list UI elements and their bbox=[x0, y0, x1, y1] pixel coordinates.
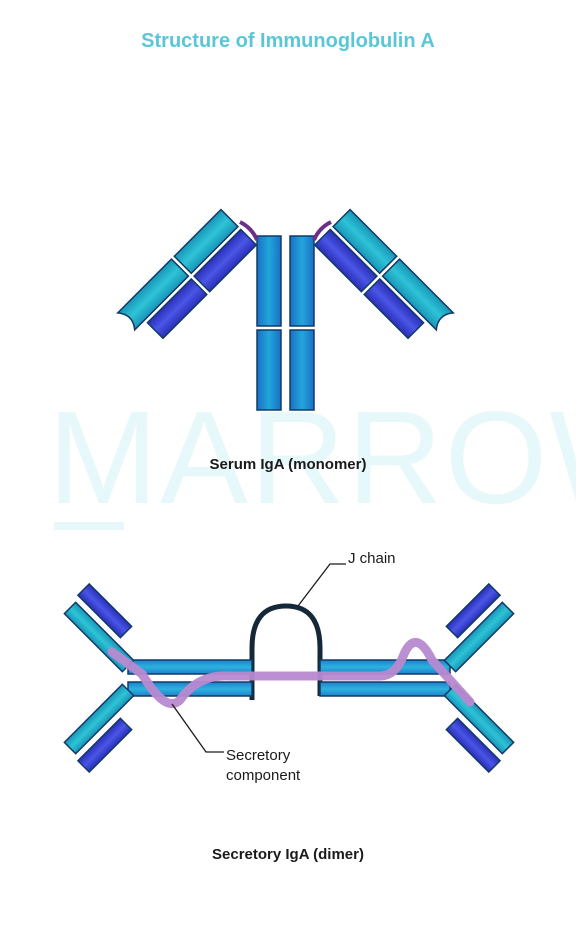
heavy-chain-right-c bbox=[332, 208, 398, 275]
secretory-component bbox=[107, 638, 475, 709]
dimer-fc-lower-right bbox=[319, 681, 451, 697]
dimer-right-lower-heavy bbox=[443, 683, 515, 755]
monomer-caption: Serum IgA (monomer) bbox=[209, 456, 367, 473]
heavy-chain-left-c bbox=[173, 208, 239, 275]
watermark: MARROW bbox=[48, 384, 576, 531]
heavy-chain-left-v bbox=[116, 258, 190, 332]
light-chain-right-v bbox=[363, 277, 425, 340]
heavy-chain-constant-left-lower bbox=[256, 329, 282, 411]
light-chain-right-c bbox=[313, 228, 378, 293]
dimer-caption: Secretory IgA (dimer) bbox=[212, 846, 364, 863]
fc-stem bbox=[256, 235, 315, 411]
dimer-left-lower-heavy bbox=[63, 683, 135, 755]
dimer-right-arms bbox=[443, 582, 515, 774]
j-chain-leader bbox=[297, 563, 346, 607]
dimer-right-upper-heavy bbox=[443, 601, 515, 673]
watermark-underline bbox=[54, 522, 124, 530]
heavy-chain-right-v bbox=[381, 258, 455, 332]
dimer-left-arms bbox=[63, 582, 135, 774]
hinge-right bbox=[312, 220, 332, 241]
light-chain-left-v bbox=[146, 277, 208, 340]
heavy-chain-constant-right-upper bbox=[289, 235, 315, 327]
hinge-left bbox=[239, 220, 259, 241]
heavy-chain-constant-left-upper bbox=[256, 235, 282, 327]
j-chain bbox=[249, 603, 323, 696]
dimer-left-upper-light bbox=[76, 582, 133, 639]
dimer-right-upper-light bbox=[445, 582, 502, 639]
secretory-component-label: Secretory component bbox=[226, 747, 301, 784]
dimer-structure bbox=[63, 563, 515, 774]
dimer-left-lower-light bbox=[76, 717, 133, 774]
page-title: Structure of Immunoglobulin A bbox=[141, 30, 435, 52]
j-chain-label: J chain bbox=[348, 550, 396, 567]
fab-arm-right bbox=[313, 208, 455, 340]
heavy-chain-constant-right-lower bbox=[289, 329, 315, 411]
fab-arm-left bbox=[116, 208, 258, 340]
secretory-component-leader bbox=[171, 703, 224, 753]
light-chain-left-c bbox=[193, 228, 258, 293]
dimer-right-lower-light bbox=[445, 717, 502, 774]
monomer-structure bbox=[116, 208, 455, 411]
